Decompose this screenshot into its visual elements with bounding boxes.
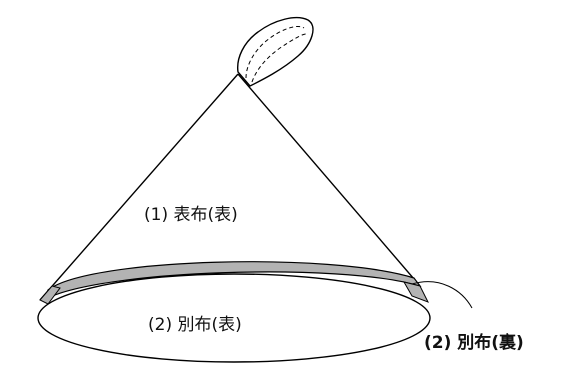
tassel-stitch-1	[245, 25, 305, 79]
facing-band	[39, 261, 430, 305]
cone-body	[39, 73, 421, 301]
band-right-flap	[402, 281, 430, 303]
base-ellipse	[37, 273, 431, 363]
tassel-stitch-2	[251, 33, 307, 83]
label-separate-fabric-front: (2) 別布(表)	[148, 315, 242, 335]
label-separate-fabric-back: (2) 別布(裏)	[424, 332, 524, 353]
leader-line	[411, 281, 473, 309]
cone-right-edge	[237, 73, 421, 287]
label-outer-fabric-front: (1) 表布(表)	[144, 205, 238, 225]
cone-left-edge	[39, 73, 239, 301]
band-left-flap	[39, 285, 61, 305]
apex-tassel	[237, 16, 314, 87]
